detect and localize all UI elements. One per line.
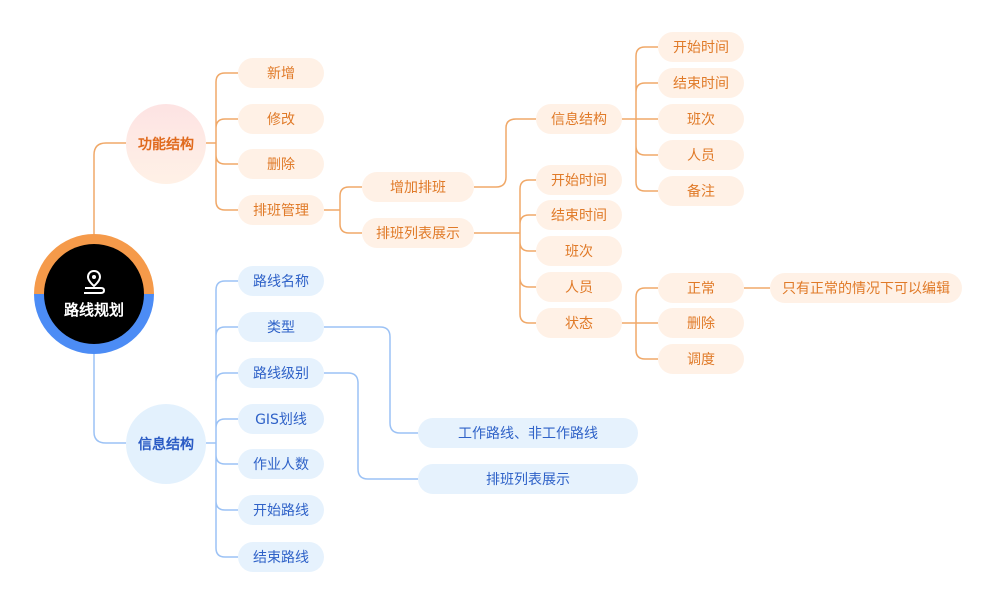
info-field-end-time[interactable]: 结束时间 <box>658 68 744 98</box>
node-schedule-list[interactable]: 排班列表展示 <box>362 218 474 248</box>
info-field-remark[interactable]: 备注 <box>658 176 744 206</box>
info-field-shift[interactable]: 班次 <box>658 104 744 134</box>
note-normal-editable[interactable]: 只有正常的情况下可以编辑 <box>770 273 962 303</box>
root-node[interactable]: 路线规划 <box>34 234 154 354</box>
branch-function-structure[interactable]: 功能结构 <box>126 104 206 184</box>
info-type[interactable]: 类型 <box>238 312 324 342</box>
status-normal[interactable]: 正常 <box>658 273 744 303</box>
list-field-shift[interactable]: 班次 <box>536 236 622 266</box>
info-field-staff[interactable]: 人员 <box>658 140 744 170</box>
info-gis-line[interactable]: GIS划线 <box>238 404 324 434</box>
info-route-name[interactable]: 路线名称 <box>238 266 324 296</box>
level-detail[interactable]: 排班列表展示 <box>418 464 638 494</box>
node-edit[interactable]: 修改 <box>238 104 324 134</box>
info-start-route[interactable]: 开始路线 <box>238 495 324 525</box>
list-field-end-time[interactable]: 结束时间 <box>536 200 622 230</box>
status-deleted[interactable]: 删除 <box>658 308 744 338</box>
info-field-start-time[interactable]: 开始时间 <box>658 32 744 62</box>
node-info-structure[interactable]: 信息结构 <box>536 104 622 134</box>
info-worker-count[interactable]: 作业人数 <box>238 449 324 479</box>
list-field-staff[interactable]: 人员 <box>536 272 622 302</box>
node-schedule-management[interactable]: 排班管理 <box>238 195 324 225</box>
node-delete[interactable]: 删除 <box>238 149 324 179</box>
root-inner: 路线规划 <box>44 244 144 344</box>
info-end-route[interactable]: 结束路线 <box>238 542 324 572</box>
root-title: 路线规划 <box>63 300 124 319</box>
branch-info-structure[interactable]: 信息结构 <box>126 404 206 484</box>
node-add[interactable]: 新增 <box>238 58 324 88</box>
node-add-schedule[interactable]: 增加排班 <box>362 172 474 202</box>
type-detail[interactable]: 工作路线、非工作路线 <box>418 418 638 448</box>
status-dispatch[interactable]: 调度 <box>658 344 744 374</box>
list-field-status[interactable]: 状态 <box>536 308 622 338</box>
route-pin-icon <box>84 269 106 294</box>
list-field-start-time[interactable]: 开始时间 <box>536 165 622 195</box>
info-route-level[interactable]: 路线级别 <box>238 358 324 388</box>
